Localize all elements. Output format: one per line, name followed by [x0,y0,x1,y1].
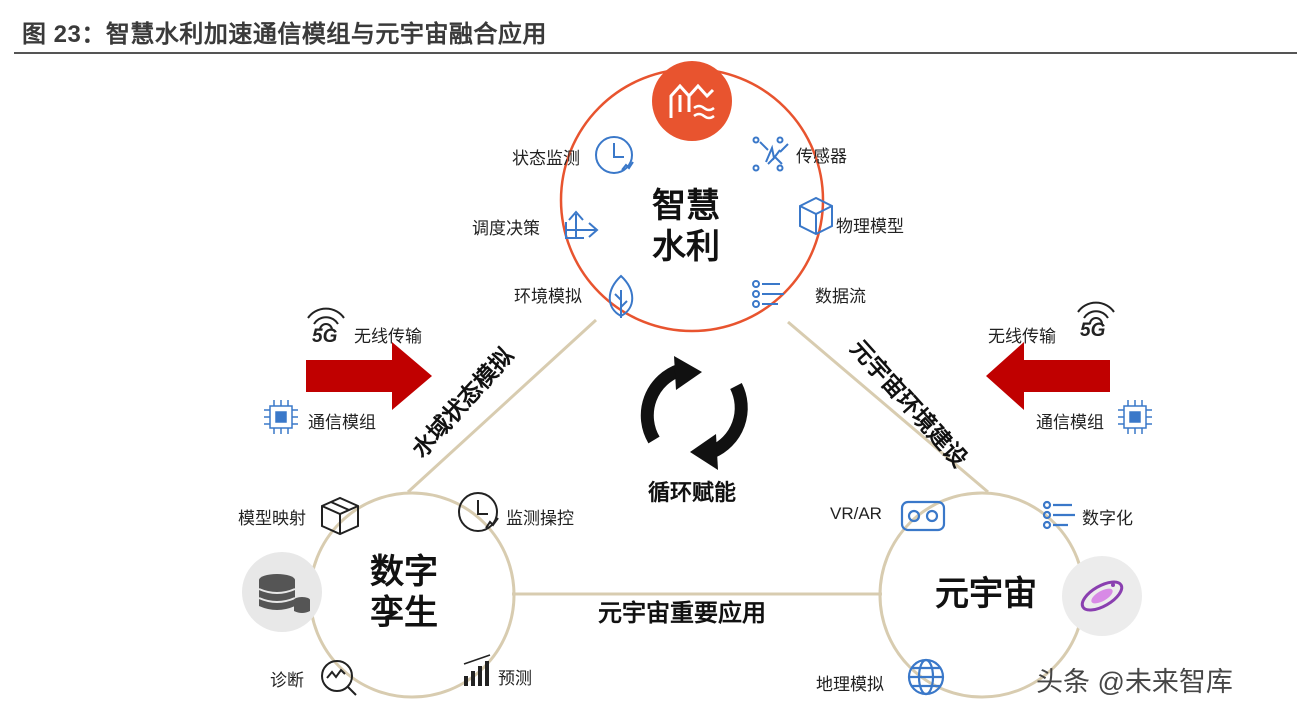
top-node-label-line1: 智慧 [652,187,720,225]
item-model-mapping: 模型映射 [238,509,306,528]
cycle-arrowhead-bottom [690,434,718,470]
cube-icon [799,196,833,236]
right-5g-badge: 5G [1080,320,1106,341]
left-wireless-label: 无线传输 [354,327,422,346]
left-5g-badge: 5G [312,326,338,347]
database-icon [242,552,322,632]
vr-headset-icon [900,500,946,532]
item-sensor: 传感器 [796,147,847,166]
cycle-arrows-icon [640,363,748,458]
right-module-label: 通信模组 [1036,413,1104,432]
chip-right-icon [1118,400,1152,434]
item-data-flow: 数据流 [815,287,866,306]
left-node-label-line1: 数字 [370,553,438,591]
left-node-label-line2: 孪生 [370,593,438,632]
wifi-5g-right-icon [1077,301,1115,325]
galaxy-icon [1062,556,1142,636]
right-red-arrow [986,342,1110,410]
edge-left-line [406,318,598,494]
watermark: 头条 @未来智库 [1036,667,1233,697]
right-node-label: 元宇宙 [935,575,1037,613]
item-diagnosis: 诊断 [270,671,304,690]
sensor-icon [752,136,789,172]
data-flow-icon [752,280,784,308]
wifi-5g-left-icon [307,307,345,331]
left-node-label: 数字 孪生 [370,552,438,634]
forecast-bars-icon [463,654,491,686]
left-red-arrow [306,342,432,410]
globe-icon [907,658,945,696]
title-divider [14,52,1297,54]
leaf-icon [608,274,634,318]
right-wireless-label: 无线传输 [988,327,1056,346]
item-digitalization: 数字化 [1082,509,1133,528]
item-geo-simulation: 地理模拟 [816,675,884,694]
item-physical-model: 物理模型 [836,217,904,236]
chip-left-icon [264,400,298,434]
item-environment-simulation: 环境模拟 [514,287,582,306]
edge-bottom-label: 元宇宙重要应用 [598,600,766,627]
model-cube-icon [321,496,359,536]
water-logo-icon [652,61,732,141]
item-monitor-control: 监测操控 [506,509,574,528]
item-vr-ar: VR/AR [830,504,882,523]
cycle-arrowhead-top [674,356,702,390]
edge-right-line [787,320,989,494]
center-label: 循环赋能 [648,480,737,505]
top-node-label-line2: 水利 [652,227,720,266]
item-forecast: 预测 [498,669,532,688]
decision-arrows-icon [565,210,599,239]
left-module-label: 通信模组 [308,413,376,432]
diagnosis-search-icon [321,660,357,696]
top-node-label: 智慧 水利 [652,186,720,268]
item-dispatch-decision: 调度决策 [472,219,540,238]
clock-icon [595,136,634,174]
digital-list-icon [1042,500,1075,530]
monitor-clock-icon [458,492,499,532]
figure-title: 图 23：智慧水利加速通信模组与元宇宙融合应用 [22,21,547,48]
item-status-monitoring: 状态监测 [512,149,580,168]
